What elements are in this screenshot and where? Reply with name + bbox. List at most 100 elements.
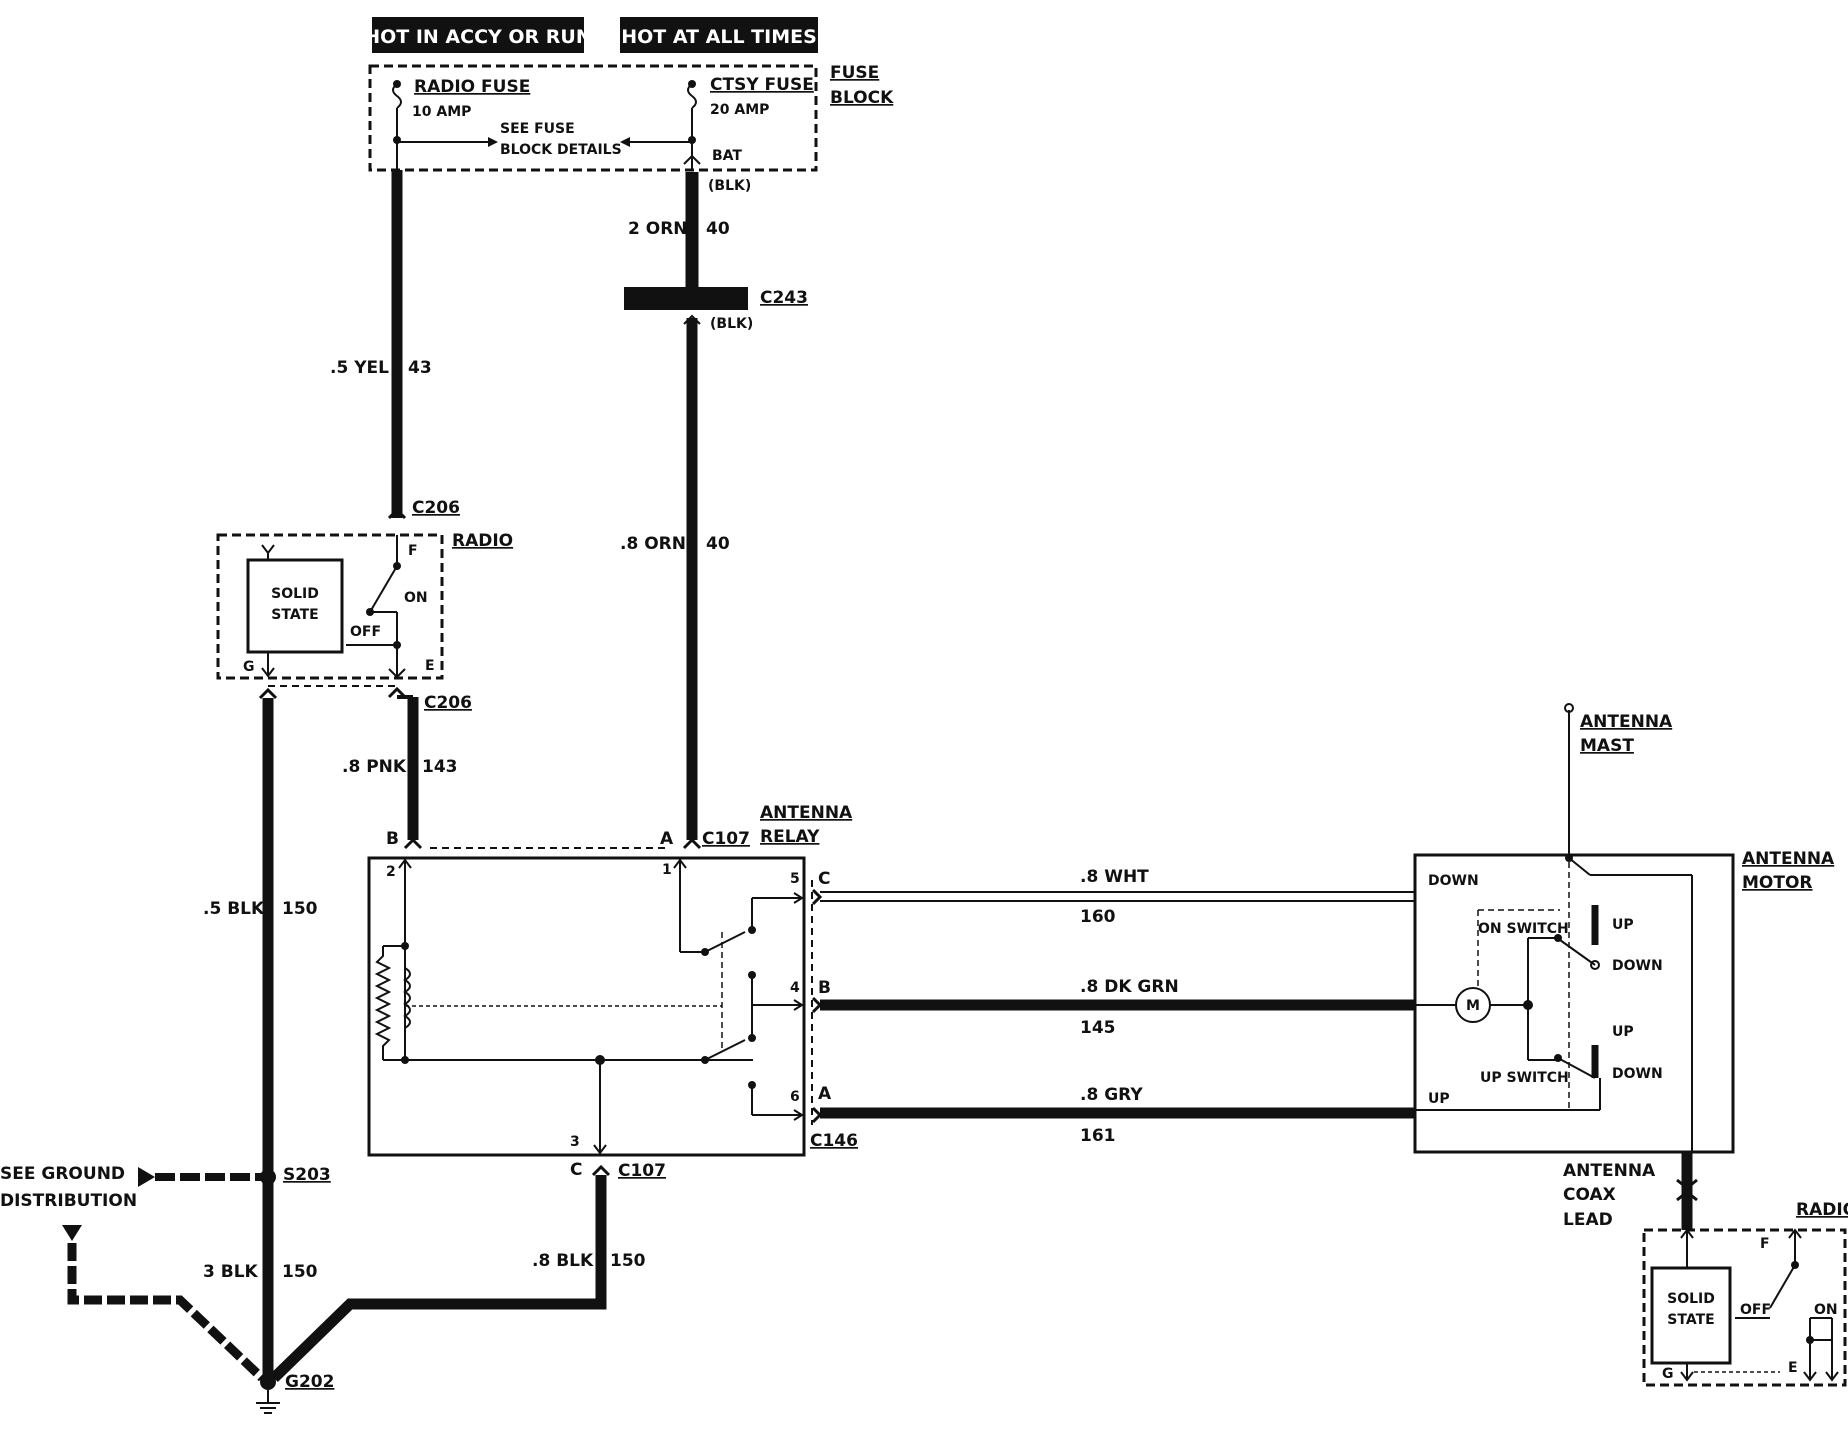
svg-text:40: 40 xyxy=(706,219,730,239)
radio-lower: RADIO SOLID STATE G F OFF ON E xyxy=(1642,1200,1848,1387)
svg-text:5: 5 xyxy=(790,871,800,887)
svg-text:DOWN: DOWN xyxy=(1612,1066,1663,1082)
svg-text:.8 GRY: .8 GRY xyxy=(1080,1085,1143,1105)
svg-text:HOT IN ACCY OR RUN: HOT IN ACCY OR RUN xyxy=(364,26,592,48)
svg-text:ON SWITCH: ON SWITCH xyxy=(1478,921,1569,937)
svg-text:ANTENNA: ANTENNA xyxy=(1580,712,1673,732)
svg-text:.8 WHT: .8 WHT xyxy=(1080,867,1149,887)
svg-text:STATE: STATE xyxy=(1667,1312,1714,1328)
fuse-block: FUSE BLOCK RADIO FUSE 10 AMP CTSY FUSE 2… xyxy=(368,63,894,194)
antenna-relay: ANTENNA RELAY B A C107 2 1 3 5 xyxy=(367,803,858,1181)
svg-text:DOWN: DOWN xyxy=(1612,958,1663,974)
svg-text:20 AMP: 20 AMP xyxy=(710,102,769,118)
svg-text:160: 160 xyxy=(1080,907,1116,927)
radio-upper: RADIO C206 SOLID STATE G F ON OFF E xyxy=(216,498,513,687)
svg-text:1: 1 xyxy=(662,862,672,878)
svg-text:(BLK): (BLK) xyxy=(710,316,753,332)
svg-text:2: 2 xyxy=(386,864,396,880)
wire-160: .8 WHT 160 xyxy=(820,867,1415,927)
svg-text:2 ORN: 2 ORN xyxy=(628,219,688,239)
svg-text:DISTRIBUTION: DISTRIBUTION xyxy=(0,1191,137,1211)
svg-text:UP SWITCH: UP SWITCH xyxy=(1480,1070,1569,1086)
svg-text:3: 3 xyxy=(570,1134,580,1150)
wire-40-upper: 2 ORN 40 xyxy=(628,172,730,287)
svg-text:C243: C243 xyxy=(760,288,808,308)
svg-text:UP: UP xyxy=(1612,917,1634,933)
header-all-times: HOT AT ALL TIMES xyxy=(620,17,818,53)
svg-text:MAST: MAST xyxy=(1580,736,1634,756)
svg-text:G: G xyxy=(243,659,255,675)
svg-text:BLOCK: BLOCK xyxy=(830,88,894,108)
svg-text:.5 BLK: .5 BLK xyxy=(203,899,265,919)
svg-text:SOLID: SOLID xyxy=(271,586,319,602)
svg-text:.8 ORN: .8 ORN xyxy=(620,534,686,554)
svg-text:C206: C206 xyxy=(424,693,472,713)
svg-text:ON: ON xyxy=(1814,1302,1838,1318)
svg-text:DOWN: DOWN xyxy=(1428,873,1479,889)
svg-text:G: G xyxy=(1662,1366,1674,1382)
svg-text:E: E xyxy=(1788,1360,1798,1376)
svg-text:C: C xyxy=(818,869,830,889)
svg-text:LEAD: LEAD xyxy=(1563,1210,1613,1230)
svg-text:HOT AT ALL TIMES: HOT AT ALL TIMES xyxy=(621,26,817,48)
svg-text:C206: C206 xyxy=(412,498,460,518)
svg-text:143: 143 xyxy=(422,757,458,777)
svg-text:150: 150 xyxy=(282,899,318,919)
wire-43: .5 YEL 43 xyxy=(330,170,432,518)
svg-text:C107: C107 xyxy=(702,829,750,849)
wire-150-vertical: .5 BLK 150 3 BLK 150 xyxy=(203,687,318,1375)
svg-text:RADIO: RADIO xyxy=(452,531,513,551)
svg-text:S203: S203 xyxy=(283,1165,331,1185)
svg-text:ON: ON xyxy=(404,590,428,606)
svg-text:BAT: BAT xyxy=(712,148,742,164)
wire-161: .8 GRY 161 xyxy=(820,1085,1415,1146)
svg-text:OFF: OFF xyxy=(350,624,381,640)
svg-text:ANTENNA: ANTENNA xyxy=(760,803,853,823)
svg-text:UP: UP xyxy=(1612,1024,1634,1040)
svg-text:C146: C146 xyxy=(810,1131,858,1151)
svg-text:E: E xyxy=(425,658,435,674)
svg-text:145: 145 xyxy=(1080,1018,1116,1038)
svg-text:F: F xyxy=(1760,1236,1770,1252)
svg-text:40: 40 xyxy=(706,534,730,554)
svg-text:.8 DK GRN: .8 DK GRN xyxy=(1080,977,1179,997)
svg-text:SEE FUSE: SEE FUSE xyxy=(500,121,575,137)
svg-text:F: F xyxy=(408,543,418,559)
wire-143: C206 .8 PNK 143 xyxy=(342,686,472,840)
svg-text:.8 PNK: .8 PNK xyxy=(342,757,407,777)
antenna-motor: ANTENNA MOTOR ANTENNA MAST DOWN UP ON SW… xyxy=(1413,703,1835,1230)
svg-text:RADIO: RADIO xyxy=(1796,1200,1848,1220)
svg-text:A: A xyxy=(660,829,674,849)
svg-text:.5 YEL: .5 YEL xyxy=(330,358,389,378)
svg-text:.8 BLK: .8 BLK xyxy=(532,1251,594,1271)
svg-text:A: A xyxy=(818,1084,832,1104)
svg-text:ANTENNA: ANTENNA xyxy=(1742,849,1835,869)
svg-text:150: 150 xyxy=(610,1251,646,1271)
svg-text:M: M xyxy=(1466,998,1480,1014)
svg-text:G202: G202 xyxy=(285,1372,334,1392)
svg-text:B: B xyxy=(818,978,831,998)
svg-text:BLOCK DETAILS: BLOCK DETAILS xyxy=(500,142,622,158)
svg-text:10 AMP: 10 AMP xyxy=(412,104,471,120)
svg-text:B: B xyxy=(386,829,399,849)
svg-text:ANTENNA: ANTENNA xyxy=(1563,1161,1656,1181)
svg-text:C: C xyxy=(570,1160,582,1180)
ground-g202: G202 .8 BLK 150 xyxy=(62,1175,646,1414)
svg-text:3 BLK: 3 BLK xyxy=(203,1262,259,1282)
svg-text:SEE GROUND: SEE GROUND xyxy=(0,1164,125,1184)
splice-s203: S203 SEE GROUND DISTRIBUTION xyxy=(0,1164,331,1211)
wire-40-lower: .8 ORN 40 xyxy=(620,318,730,840)
svg-text:COAX: COAX xyxy=(1563,1185,1616,1205)
svg-text:43: 43 xyxy=(408,358,432,378)
svg-text:OFF: OFF xyxy=(1740,1302,1771,1318)
wire-145: .8 DK GRN 145 xyxy=(820,977,1415,1038)
connector-c243: C243 (BLK) xyxy=(624,287,808,332)
svg-text:161: 161 xyxy=(1080,1126,1116,1146)
svg-text:STATE: STATE xyxy=(271,607,318,623)
header-accy-run: HOT IN ACCY OR RUN xyxy=(364,17,592,53)
svg-text:UP: UP xyxy=(1428,1091,1450,1107)
svg-text:SOLID: SOLID xyxy=(1667,1291,1715,1307)
svg-text:(BLK): (BLK) xyxy=(708,178,751,194)
radio-fuse-label: RADIO FUSE xyxy=(414,77,530,97)
